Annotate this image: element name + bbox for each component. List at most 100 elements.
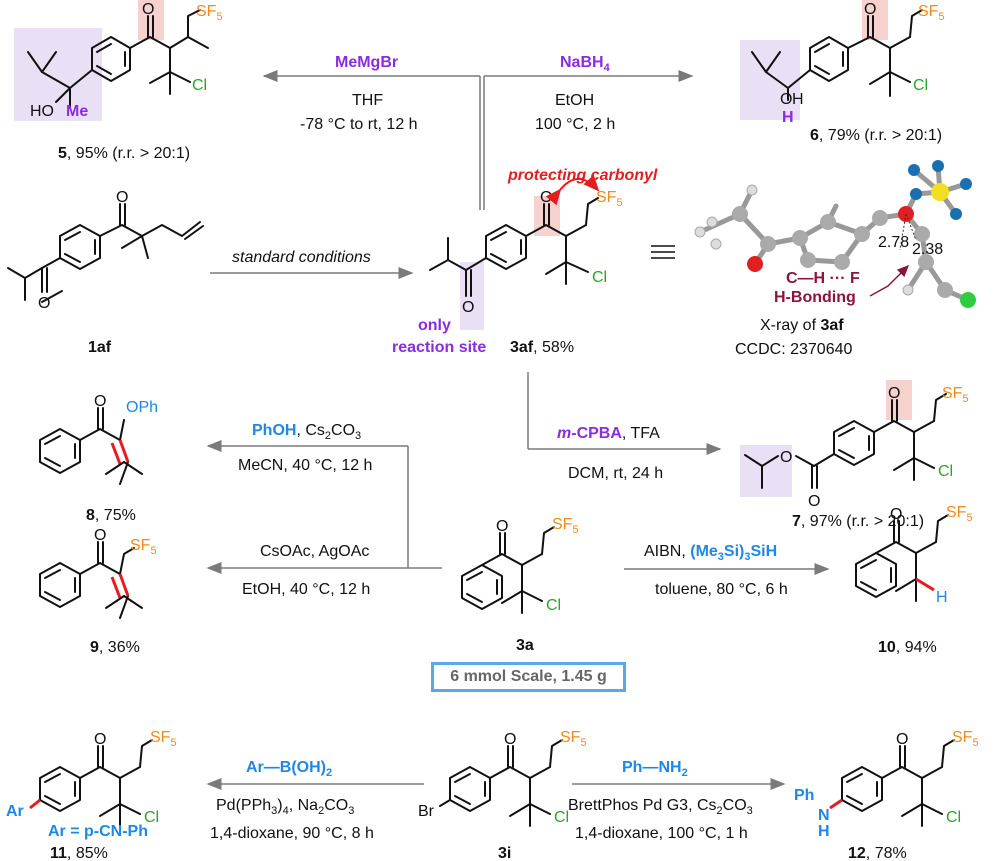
atom-O: O — [864, 1, 876, 18]
atom-SF: SF5 — [150, 729, 177, 749]
cond-11-a: Pd(PPh3)4, Na2CO3 — [216, 797, 354, 817]
cond-10-b: toluene, 80 °C, 6 h — [655, 581, 788, 598]
equivalence-sign — [651, 245, 675, 259]
cond-12-b: 1,4-dioxane, 100 °C, 1 h — [575, 825, 748, 842]
atom-OPh: OPh — [126, 399, 158, 416]
compound-5-caption: 5, 95% (r.r. > 20:1) — [58, 145, 190, 162]
atom-SF: SF5 — [952, 729, 979, 749]
atom-SF: SF5 — [560, 729, 587, 749]
compound-1af-label: 1af — [88, 339, 112, 356]
atom-O: O — [890, 506, 902, 523]
compound-9-caption: 9, 36% — [90, 639, 140, 656]
atom-HO: HO — [30, 103, 54, 120]
atom-H: H — [792, 91, 804, 108]
compound-3i-label: 3i — [498, 845, 511, 861]
atom-Cl: Cl — [938, 463, 953, 480]
protecting-carbonyl: protecting carbonyl — [507, 167, 658, 184]
atom-O: O — [896, 731, 908, 748]
atom-Cl: Cl — [554, 809, 569, 826]
atom-O: O — [94, 731, 106, 748]
only-label: only — [418, 317, 451, 334]
atom-Cl: Cl — [946, 809, 961, 826]
atom-O: O — [94, 393, 106, 410]
hbond-line2: H-Bonding — [774, 289, 856, 306]
reagent-phoh: PhOH, Cs2CO3 — [252, 422, 361, 442]
atom-N: N — [818, 807, 830, 824]
xray-structure — [694, 160, 976, 308]
atom-Cl: Cl — [592, 269, 607, 286]
compound-12-caption: 12, 78% — [848, 845, 907, 861]
cond-thf: THF — [352, 92, 383, 109]
compound-3a: O SF5 Cl — [461, 516, 579, 614]
compound-11: O SF5 Cl Ar — [6, 729, 177, 827]
atom-H: H — [782, 109, 794, 126]
compound-11-caption: 11, 85% — [50, 845, 108, 861]
atom-Br: Br — [418, 803, 435, 820]
cond-11-b: 1,4-dioxane, 90 °C, 8 h — [210, 825, 374, 842]
atom-O: O — [888, 385, 900, 402]
reagent-memgbr: MeMgBr — [335, 54, 398, 71]
compound-12: O SF5 Cl Ph N H — [794, 729, 979, 840]
compound-10-caption: 10, 94% — [878, 639, 937, 656]
atom-O: O — [780, 449, 792, 466]
compound-10: O SF5 H — [855, 504, 973, 606]
compound-6-caption: 6, 79% (r.r. > 20:1) — [810, 127, 942, 144]
atom-SF: SF5 — [552, 516, 579, 536]
atom-H: H — [818, 823, 830, 840]
distance-2: 2.38 — [912, 241, 943, 258]
compound-3i: O SF5 Cl Br — [418, 729, 587, 827]
atom-Ph: Ph — [794, 787, 814, 804]
hbond-line1: C—H ··· F — [786, 270, 860, 287]
atom-O: O — [94, 527, 106, 544]
cond-8: MeCN, 40 °C, 12 h — [238, 457, 372, 474]
atom-O: O — [496, 518, 508, 535]
compound-8: O OPh — [39, 393, 158, 485]
atom-O: O — [142, 1, 154, 18]
atom-SF: SF5 — [130, 537, 157, 557]
atom-O: O — [808, 493, 820, 510]
atom-Cl: Cl — [192, 77, 207, 94]
compound-3af-caption: 3af, 58% — [510, 339, 574, 356]
compound-8-caption: 8, 75% — [86, 507, 136, 524]
compound-1af: O O — [7, 189, 204, 312]
atom-Me: Me — [66, 103, 88, 120]
ar-definition: Ar = p-CN-Ph — [48, 823, 148, 840]
atom-SF: SF5 — [596, 189, 623, 209]
atom-Cl: Cl — [144, 809, 159, 826]
reaction-site-label: reaction site — [392, 339, 486, 356]
reagent-nabh4: NaBH4 — [560, 54, 611, 74]
atom-O: O — [780, 91, 792, 108]
compound-9: O SF5 — [39, 527, 157, 619]
atom-Cl: Cl — [913, 77, 928, 94]
reagent-mcpba: m-CPBA, TFA — [557, 425, 660, 442]
compound-3a-label: 3a — [516, 637, 534, 654]
compound-3af: O O SF5 Cl — [429, 174, 623, 330]
atom-H: H — [936, 589, 948, 606]
cond-12-a: BrettPhos Pd G3, Cs2CO3 — [568, 797, 753, 817]
cond-etoh: EtOH — [555, 92, 594, 109]
cond-9-a: CsOAc, AgOAc — [260, 543, 369, 560]
cond-temp-5: -78 °C to rt, 12 h — [300, 116, 418, 133]
reagent-boronic: Ar—B(OH)2 — [246, 759, 332, 779]
cond-temp-6: 100 °C, 2 h — [535, 116, 615, 133]
cond-7: DCM, rt, 24 h — [568, 465, 663, 482]
atom-O: O — [38, 295, 50, 312]
atom-SF: SF5 — [946, 504, 973, 524]
compound-5: O SF5 Cl HO Me — [14, 0, 223, 121]
atom-O: O — [504, 731, 516, 748]
cond-9-b: EtOH, 40 °C, 12 h — [242, 581, 370, 598]
atom-SF: SF5 — [942, 385, 969, 405]
compound-7-caption: 7, 97% (r.r. > 20:1) — [792, 513, 924, 530]
atom-Cl: Cl — [546, 597, 561, 614]
ccdc-caption: CCDC: 2370640 — [735, 341, 853, 358]
xray-caption: X-ray of 3af — [760, 317, 844, 334]
compound-7: O O O SF5 Cl — [740, 380, 969, 510]
distance-1: 2.78 — [878, 234, 909, 251]
scale-badge: 6 mmol Scale, 1.45 g — [431, 662, 626, 692]
atom-O: O — [540, 189, 552, 206]
atom-O: O — [116, 189, 128, 206]
atom-SF: SF5 — [196, 3, 223, 23]
atom-SF: SF5 — [918, 3, 945, 23]
reagent-aniline: Ph—NH2 — [622, 759, 688, 779]
